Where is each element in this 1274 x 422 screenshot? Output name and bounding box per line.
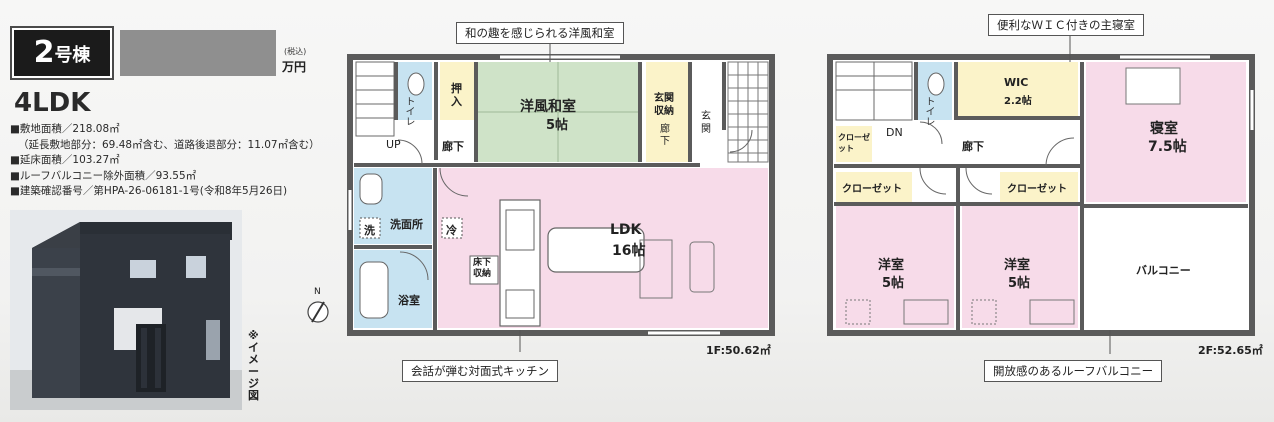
building-suffix: 号棟: [54, 45, 91, 66]
f2-closet-small-label: クローゼット: [838, 133, 870, 153]
closet2-room: [1000, 172, 1078, 202]
oshiire-room: [440, 62, 476, 120]
f2-rouka-label: 廊下: [962, 140, 984, 153]
f1-wash-mark: 洗: [364, 224, 375, 237]
f1-oshiire-label: 押入: [451, 82, 462, 108]
f1-callout-top: 和の趣を感じられる洋風和室: [456, 22, 624, 44]
spec-balcony-excluded: ■ルーフバルコニー除外面積／93.55㎡: [10, 169, 197, 182]
f1-area-label: 1F:50.62㎡: [706, 344, 771, 357]
f1-washitsu-label: 洋風和室: [520, 99, 576, 115]
spec-permit-number: ■建築確認番号／第HPA-26-06181-1号(令和8年5月26日): [10, 185, 288, 198]
f1-ldk-label: LDK: [610, 222, 642, 238]
building-number: 2: [33, 35, 55, 70]
f2-callout-top: 便利なＷＩＣ付きの主寝室: [988, 14, 1144, 36]
f2-youshitsu1-label: 洋室: [878, 258, 905, 273]
f2-youshitsu2-label: 洋室: [1004, 258, 1031, 273]
f1-rouka-small-label: 廊下: [660, 124, 670, 147]
f2-toilet-label: トイレ: [923, 96, 934, 126]
price-redacted: [120, 30, 276, 76]
image-note: ※イメージ図: [248, 329, 259, 402]
f2-closet2-label: クローゼット: [1007, 184, 1067, 195]
tax-label: (税込): [284, 47, 307, 56]
f1-up-label: UP: [386, 138, 401, 151]
wic-room: [958, 62, 1078, 116]
f2-callout-bottom: 開放感のあるルーフバルコニー: [984, 360, 1163, 382]
f1-floor-storage-label: 床下収納: [473, 258, 492, 279]
storage1-room: [646, 62, 688, 162]
f1-rouka-label: 廊下: [442, 140, 464, 153]
f2-balcony-label: バルコニー: [1136, 264, 1191, 277]
youshitsu2-room: [962, 206, 1078, 328]
f1-ldk-size: 16帖: [612, 243, 646, 259]
price-unit: 万円: [282, 60, 307, 74]
spec-site-area: ■敷地面積／218.08㎡: [10, 123, 120, 135]
f2-area-label: 2F:52.65㎡: [1198, 344, 1263, 357]
compass: [307, 301, 329, 323]
f1-senmenjo-label: 洗面所: [390, 218, 423, 231]
f1-fridge-mark: 冷: [446, 224, 457, 237]
layout-type: 4LDK: [14, 88, 91, 118]
compass-label: N: [314, 287, 321, 297]
closet-small-room: [836, 126, 872, 162]
spec-site-note: （延長敷地部分：69.48㎡含む、道路後退部分：11.07㎡含む）: [18, 138, 320, 151]
f2-wic-size: 2.2帖: [1004, 96, 1032, 107]
building-number-badge: 2 号棟: [10, 26, 114, 80]
f2-dn-label: DN: [886, 126, 903, 139]
f1-genkan-storage-label: 玄関収納: [654, 93, 674, 117]
spec-list: ■敷地面積／218.08㎡ （延長敷地部分：69.48㎡含む、道路後退部分：11…: [10, 122, 320, 200]
house-exterior-image: [10, 210, 242, 410]
f1-genkan-label: 玄関: [701, 111, 711, 135]
f2-wic-label: WIC: [1004, 76, 1029, 89]
f1-washitsu-size: 5帖: [546, 118, 569, 133]
f2-youshitsu1-size: 5帖: [882, 276, 905, 291]
f2-youshitsu2-size: 5帖: [1008, 276, 1031, 291]
f1-bath-label: 浴室: [398, 294, 420, 307]
f1-callout-bottom: 会話が弾む対面式キッチン: [402, 360, 558, 382]
f2-closet1-label: クローゼット: [842, 184, 902, 195]
spec-floor-area: ■延床面積／103.27㎡: [10, 154, 120, 167]
f2-bedroom-label: 寝室: [1150, 121, 1178, 137]
floor1-plan: [347, 54, 775, 336]
f1-toilet-label: トイレ: [403, 96, 414, 126]
floor2-plan: [827, 54, 1255, 336]
youshitsu1-room: [836, 206, 954, 328]
f2-bedroom-size: 7.5帖: [1148, 139, 1187, 155]
closet1-room: [836, 172, 912, 202]
